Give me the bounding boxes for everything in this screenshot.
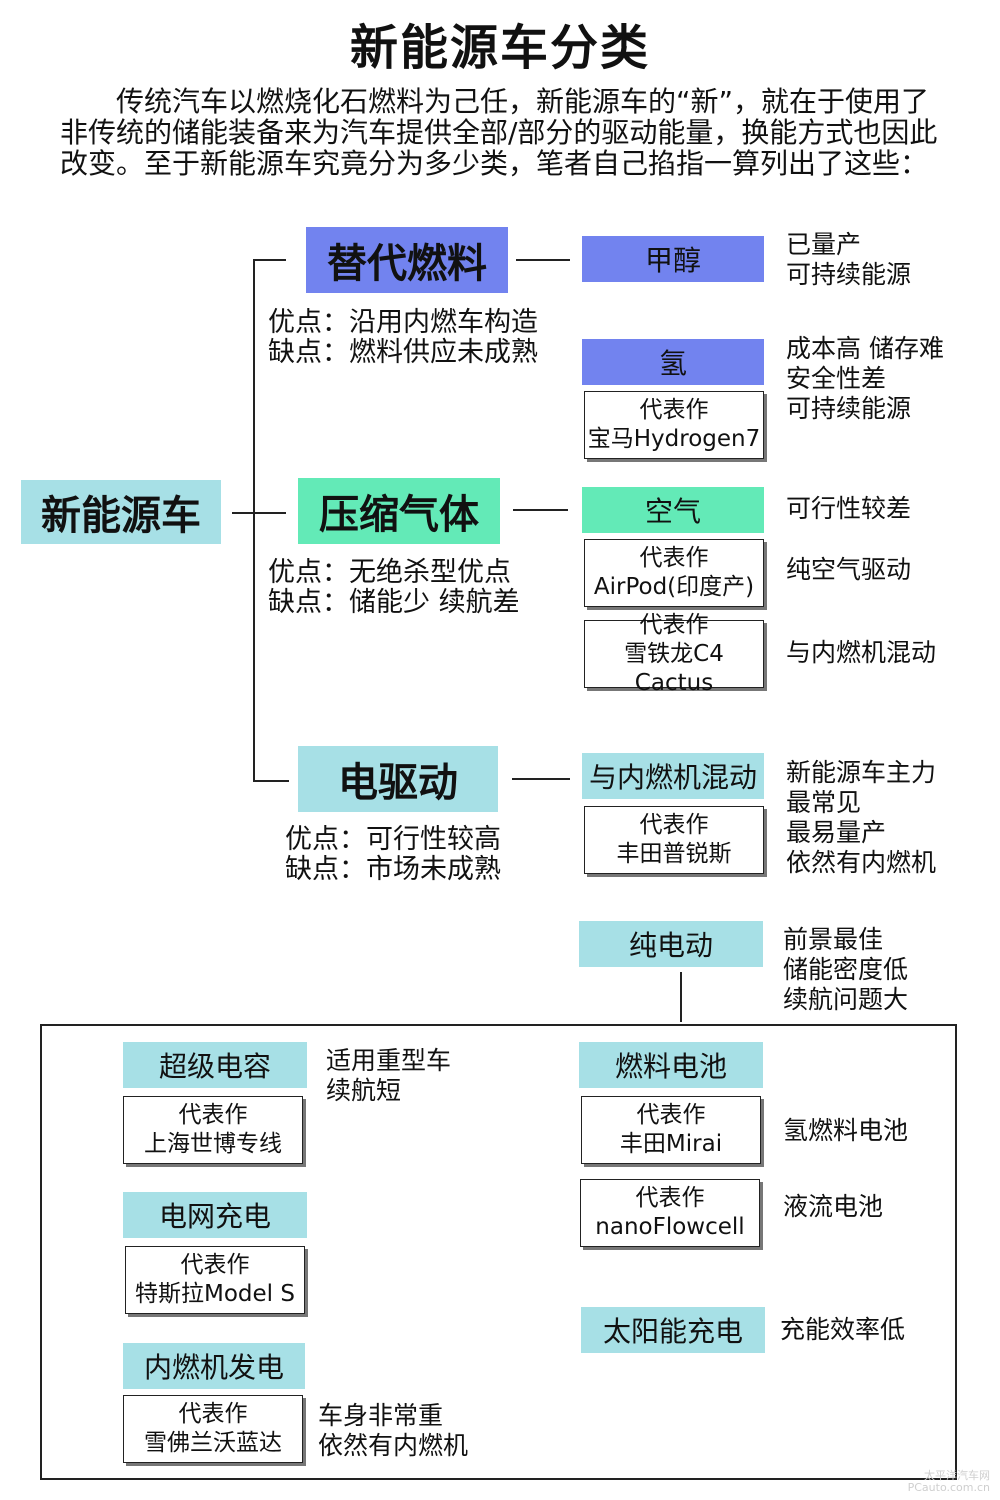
intro-line-3: 改变。至于新能源车究竟分为多少类，笔者自己掐指一算列出了这些： [60, 147, 929, 180]
item-air: 空气 [582, 487, 764, 533]
rep-name: 丰田Mirai [619, 1131, 723, 1157]
electric-pros-cons: 优点：可行性较高缺点：市场未成熟 [285, 825, 501, 885]
rep-name: 特斯拉Model S [135, 1281, 295, 1307]
rep-title: 代表作 [180, 1252, 250, 1278]
rep-title: 代表作 [178, 1102, 248, 1128]
airpod-note: 纯空气驱动 [786, 555, 912, 584]
intro-line-2: 非传统的储能装备来为汽车提供全部/部分的驱动能量，换能方式也因此 [60, 116, 938, 149]
hydrogen-note: 成本高 储存难 安全性差 可持续能源 [786, 334, 944, 423]
airpod-representative: 代表作 AirPod(印度产) [584, 539, 764, 607]
item-supercap: 超级电容 [123, 1042, 307, 1088]
connector-branch-1 [253, 259, 286, 261]
connector-root [232, 512, 254, 514]
mirai-representative: 代表作 丰田Mirai [581, 1096, 761, 1164]
item-solar: 太阳能充电 [581, 1307, 765, 1353]
ice-generator-representative: 代表作 雪佛兰沃蓝达 [123, 1395, 303, 1463]
rep-title: 代表作 [639, 397, 709, 423]
grid-representative: 代表作 特斯拉Model S [125, 1246, 305, 1314]
rep-title: 代表作 [635, 1185, 705, 1211]
mirai-note: 氢燃料电池 [783, 1116, 909, 1145]
root-node: 新能源车 [21, 480, 221, 544]
hydrogen-representative: 代表作 宝马Hydrogen7 [584, 391, 764, 459]
electric-cons: 缺点：市场未成熟 [285, 854, 501, 885]
compressed-gas-pros: 优点：无绝杀型优点 [268, 557, 511, 588]
rep-title: 代表作 [639, 812, 709, 838]
connector-trunk [253, 259, 255, 782]
category-alt-fuel: 替代燃料 [306, 227, 508, 293]
item-fuel-cell: 燃料电池 [579, 1042, 763, 1088]
pure-ev-note: 前景最佳 储能密度低 续航问题大 [783, 925, 909, 1014]
item-pure-ev: 纯电动 [579, 921, 763, 967]
supercap-representative: 代表作 上海世博专线 [123, 1096, 303, 1164]
connector-alt-fuel [516, 259, 570, 261]
c4cactus-representative: 代表作 雪铁龙C4 Cactus [584, 612, 764, 696]
page-title: 新能源车分类 [349, 20, 650, 76]
rep-title: 代表作 [639, 545, 709, 571]
compressed-gas-cons: 缺点：储能少 续航差 [268, 587, 520, 618]
nanoflowcell-representative: 代表作 nanoFlowcell [580, 1179, 760, 1247]
connector-pure-ev [680, 972, 682, 1022]
rep-name: AirPod(印度产) [593, 574, 755, 600]
ice-generator-note: 车身非常重 依然有内燃机 [318, 1401, 469, 1460]
item-hybrid: 与内燃机混动 [582, 753, 764, 799]
rep-title: 代表作 [636, 1102, 706, 1128]
supercap-note: 适用重型车 续航短 [326, 1046, 452, 1105]
item-methanol: 甲醇 [582, 236, 764, 282]
nanoflowcell-note: 液流电池 [783, 1192, 884, 1221]
rep-title: 代表作 [639, 611, 709, 638]
intro-paragraph: 传统汽车以燃烧化石燃料为己任，新能源车的“新”，就在于使用了 非传统的储能装备来… [60, 86, 960, 179]
electric-pros: 优点：可行性较高 [285, 824, 501, 855]
category-compressed-gas: 压缩气体 [298, 478, 500, 544]
connector-branch-3 [253, 780, 289, 782]
connector-electric [512, 778, 570, 780]
rep-name: nanoFlowcell [595, 1214, 745, 1240]
hybrid-representative: 代表作 丰田普锐斯 [584, 806, 764, 874]
watermark: 太平洋汽车网 PCauto.com.cn [890, 1470, 990, 1494]
connector-compressed [513, 509, 568, 511]
air-note: 可行性较差 [786, 494, 912, 523]
rep-name: 雪铁龙C4 Cactus [624, 640, 724, 696]
rep-title: 代表作 [178, 1401, 248, 1427]
c4cactus-note: 与内燃机混动 [786, 638, 937, 667]
pure-ev-subtypes-frame [40, 1024, 957, 1480]
item-ice-generator: 内燃机发电 [123, 1343, 305, 1389]
alt-fuel-pros: 优点：沿用内燃车构造 [268, 307, 538, 338]
compressed-gas-pros-cons: 优点：无绝杀型优点缺点：储能少 续航差 [268, 558, 520, 618]
intro-line-1: 传统汽车以燃烧化石燃料为己任，新能源车的“新”，就在于使用了 [60, 85, 930, 118]
hybrid-note: 新能源车主力 最常见 最易量产 依然有内燃机 [786, 758, 937, 877]
rep-name: 上海世博专线 [144, 1131, 282, 1157]
methanol-note: 已量产 可持续能源 [786, 230, 912, 289]
item-hydrogen: 氢 [582, 339, 764, 385]
rep-name: 雪佛兰沃蓝达 [144, 1430, 282, 1456]
watermark-line-1: 太平洋汽车网 [924, 1469, 990, 1482]
solar-note: 充能效率低 [780, 1315, 906, 1344]
alt-fuel-pros-cons: 优点：沿用内燃车构造缺点：燃料供应未成熟 [268, 308, 538, 368]
category-electric: 电驱动 [298, 746, 498, 812]
alt-fuel-cons: 缺点：燃料供应未成熟 [268, 337, 538, 368]
item-grid-charging: 电网充电 [123, 1192, 307, 1238]
watermark-line-2: PCauto.com.cn [907, 1481, 990, 1494]
rep-name: 丰田普锐斯 [616, 841, 732, 867]
connector-branch-2 [253, 512, 286, 514]
rep-name: 宝马Hydrogen7 [587, 426, 761, 452]
